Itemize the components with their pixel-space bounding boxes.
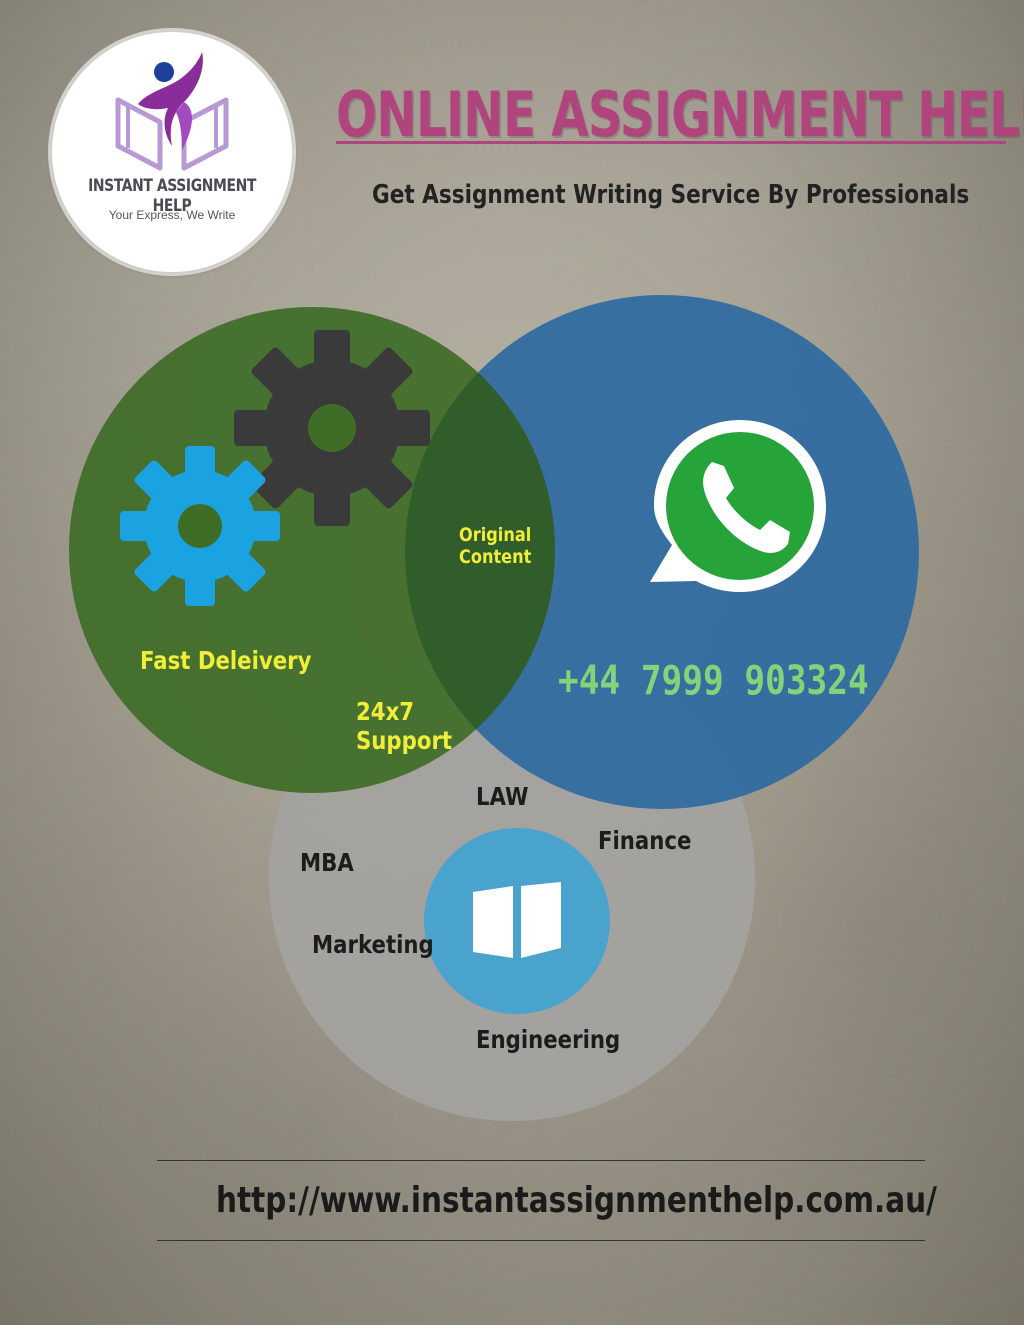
title-underline <box>336 141 1006 144</box>
website-link[interactable]: http://www.instantassignmenthelp.com.au/ <box>216 1180 937 1221</box>
subject-mba: MBA <box>300 848 354 877</box>
original-content-label: Original Content <box>459 524 532 568</box>
subject-engineering: Engineering <box>476 1025 621 1054</box>
page-subtitle: Get Assignment Writing Service By Profes… <box>372 180 970 210</box>
logo-name: INSTANT ASSIGNMENT HELP <box>88 176 256 216</box>
contact-circle <box>405 295 919 809</box>
subject-finance: Finance <box>598 826 692 855</box>
fast-delivery-label: Fast Deleivery <box>140 646 312 675</box>
features-circle <box>69 307 555 793</box>
footer-bottom-divider <box>157 1240 925 1241</box>
gear-dark-icon <box>234 330 430 526</box>
footer-top-divider <box>157 1160 925 1161</box>
gear-blue-icon <box>120 446 280 606</box>
logo-figure-icon <box>115 52 229 171</box>
logo-badge[interactable]: INSTANT ASSIGNMENT HELP Your Express, We… <box>52 32 292 272</box>
support-label: 24x7 Support <box>356 697 453 755</box>
logo-tagline: Your Express, We Write <box>108 208 236 222</box>
whatsapp-icon <box>650 420 826 592</box>
subject-law: LAW <box>476 782 529 811</box>
book-circle <box>424 828 610 1014</box>
phone-number[interactable]: +44 7999 903324 <box>558 658 869 704</box>
subject-marketing: Marketing <box>312 930 434 959</box>
book-icon <box>473 882 561 958</box>
